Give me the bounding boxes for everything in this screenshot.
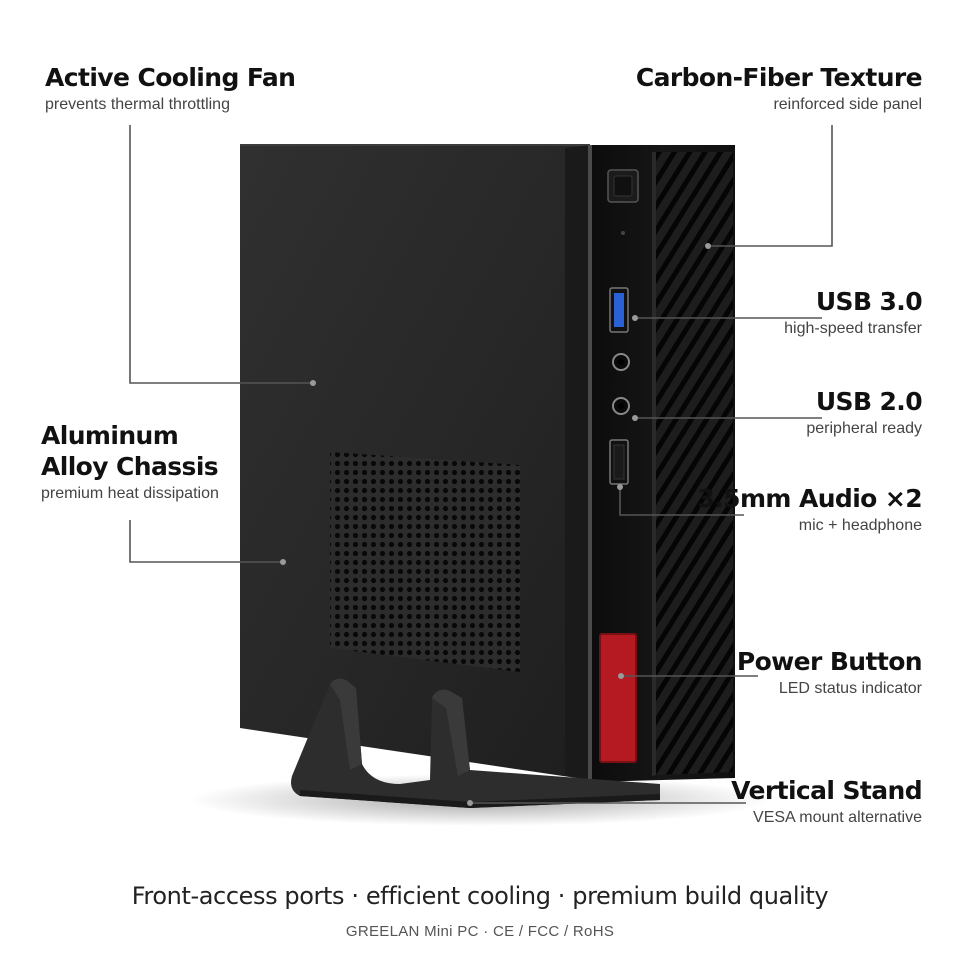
- callout-subtitle: high-speed transfer: [784, 320, 922, 337]
- callout-title: Active Cooling Fan: [45, 63, 296, 92]
- callout-vertical-stand: Vertical Stand VESA mount alternative: [731, 775, 922, 828]
- callout-active-cooling-fan: Active Cooling Fan prevents thermal thro…: [45, 62, 296, 115]
- callout-subtitle: VESA mount alternative: [753, 809, 922, 826]
- power-button: [600, 634, 636, 762]
- callout-carbon-fiber-texture: Carbon-Fiber Texture reinforced side pan…: [635, 62, 923, 115]
- callout-title-line2: Alloy Chassis: [41, 452, 219, 481]
- callout-subtitle: peripheral ready: [806, 420, 922, 437]
- footer-fineprint: GREELAN Mini PC · CE / FCC / RoHS: [345, 923, 615, 940]
- callout-usb-3-0: USB 3.0 high-speed transfer: [784, 286, 922, 339]
- carbon-fiber-panel: [654, 152, 733, 775]
- callout-title: 3.5mm Audio ×2: [697, 484, 922, 513]
- callout-subtitle: mic + headphone: [798, 517, 922, 534]
- callout-title: Power Button: [736, 647, 923, 676]
- footer-tagline: Front-access ports · efficient cooling ·…: [131, 882, 829, 910]
- callout-aluminum-alloy-chassis: Aluminum Alloy Chassis premium heat diss…: [41, 420, 219, 504]
- callout-title: USB 2.0: [815, 387, 923, 416]
- cooling-vent-grille: [330, 452, 520, 672]
- callout-audio: 3.5mm Audio ×2 mic + headphone: [697, 483, 922, 536]
- callout-title: Carbon-Fiber Texture: [635, 63, 923, 92]
- callout-title: Vertical Stand: [731, 776, 922, 805]
- status-led: [621, 231, 625, 235]
- callout-title-line1: Aluminum: [41, 421, 179, 450]
- callout-title: USB 3.0: [815, 287, 923, 316]
- callout-subtitle: prevents thermal throttling: [45, 96, 230, 113]
- callout-usb-2-0: USB 2.0 peripheral ready: [806, 386, 922, 439]
- callout-subtitle: LED status indicator: [778, 680, 922, 697]
- callout-power-button: Power Button LED status indicator: [736, 646, 923, 699]
- callout-subtitle: reinforced side panel: [773, 96, 922, 113]
- callout-subtitle: premium heat dissipation: [41, 485, 219, 502]
